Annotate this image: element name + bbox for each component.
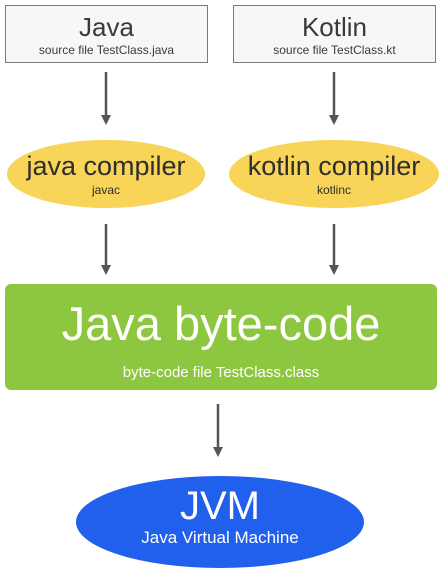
kotlin-source-subtitle: source file TestClass.kt	[273, 43, 396, 57]
java-source-box: Java source file TestClass.java	[5, 5, 208, 63]
java-compiler-title: java compiler	[26, 151, 186, 181]
java-compiler-subtitle: javac	[91, 183, 120, 197]
kotlin-compiler-subtitle: kotlinc	[316, 183, 351, 197]
jvm-subtitle: Java Virtual Machine	[141, 528, 299, 547]
kotlin-compiler-node: kotlin compiler kotlinc	[229, 140, 439, 208]
java-source-subtitle: source file TestClass.java	[38, 43, 175, 57]
java-compiler-node: java compiler javac	[7, 140, 205, 208]
kotlin-compiler-title: kotlin compiler	[247, 151, 421, 181]
bytecode-node: Java byte-code byte-code file TestClass.…	[5, 284, 437, 390]
kotlin-source-title: Kotlin	[301, 12, 368, 42]
jvm-title: JVM	[180, 484, 260, 528]
bytecode-title: Java byte-code	[61, 297, 381, 350]
jvm-node: JVM Java Virtual Machine	[76, 476, 364, 568]
java-source-title: Java	[79, 12, 134, 42]
bytecode-subtitle: byte-code file TestClass.class	[122, 364, 320, 381]
kotlin-source-box: Kotlin source file TestClass.kt	[233, 5, 436, 63]
